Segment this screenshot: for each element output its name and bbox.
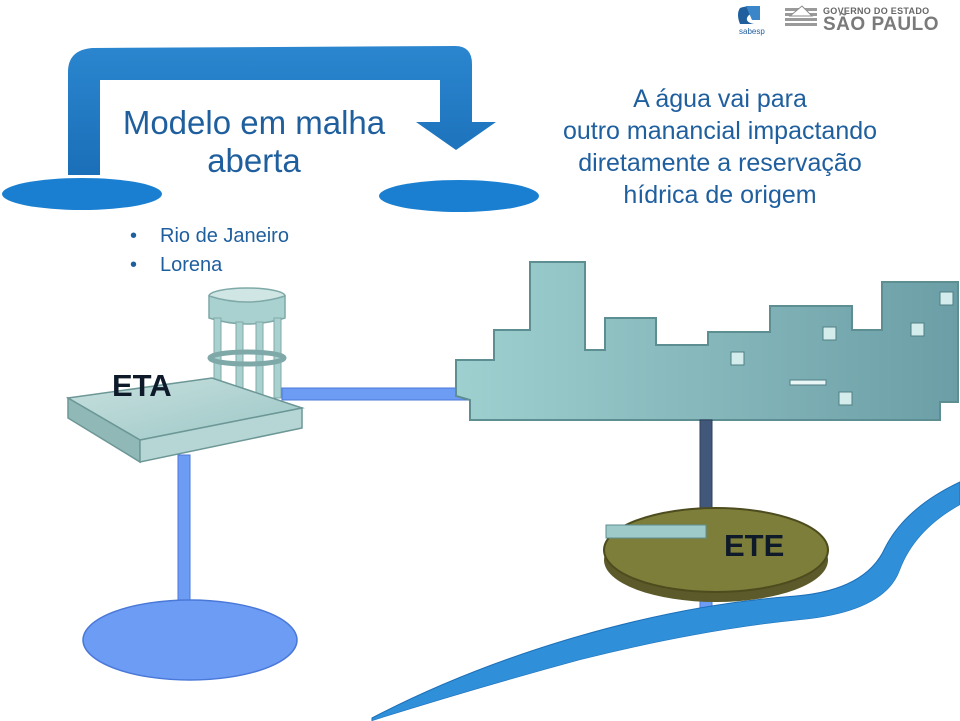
title-line-1: Modelo em malha [122,104,386,141]
description-line-1: A água vai para [633,85,807,113]
sewage-pipe [699,419,713,516]
destination-reservoir [379,180,539,212]
government-logo-line-2: SÃO PAULO [823,14,940,35]
slide-title: Modelo em malha aberta [94,104,414,180]
list-item: Lorena [130,251,289,280]
list-item: Rio de Janeiro [130,222,289,251]
source-reservoir-left [2,178,162,210]
intake-pipe [177,454,191,606]
description-line-4: hídrica de origem [623,181,817,209]
ete-label: ETE [724,528,785,563]
intake-lake [82,599,298,681]
description-text: A água vai para outro manancial impactan… [520,83,920,211]
eta-label: ETA [112,368,172,403]
government-logo-line-1: GOVERNO DO ESTADO [823,6,930,16]
eta-platform [65,377,305,464]
pipe-to-city [281,387,473,401]
sabesp-logo-text: sabesp [739,27,765,36]
ete-tank [603,507,829,602]
sao-paulo-logo-icon [785,5,817,26]
transfer-arrow [68,46,496,175]
city-list: Rio de Janeiro Lorena [130,222,289,280]
description-line-2: outro manancial impactando [562,117,878,145]
description-line-3: diretamente a reservação [578,149,862,177]
city [455,261,959,421]
title-line-2: aberta [207,142,301,179]
sabesp-logo-icon [738,6,760,25]
